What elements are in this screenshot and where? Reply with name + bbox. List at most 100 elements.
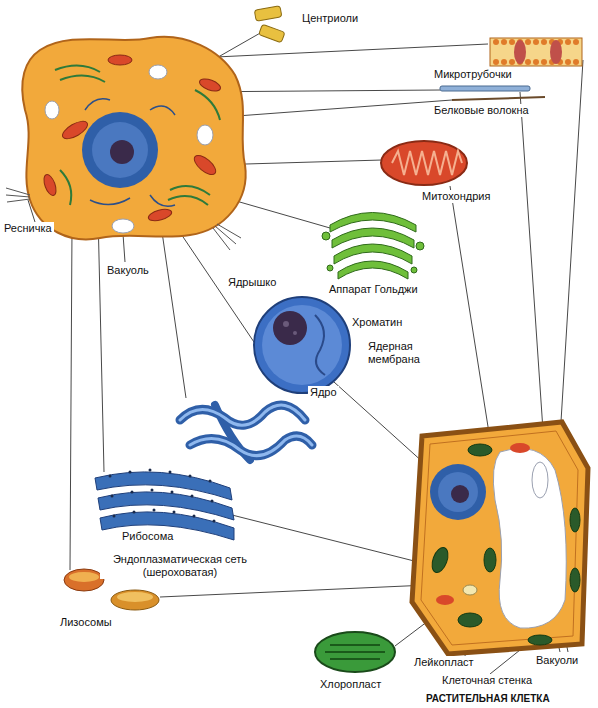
membrane-fragment-part	[550, 40, 562, 64]
animal-cell-part-part	[108, 55, 132, 65]
lysosomes-part	[69, 572, 99, 582]
animal-cell-part-part	[85, 99, 110, 110]
plant-cell-part	[412, 422, 588, 654]
leader-lines-part	[98, 214, 104, 472]
membrane-fragment-part-part	[493, 59, 499, 65]
mitochondrion-part	[381, 141, 467, 185]
part-label: Клеточная стенка	[440, 674, 534, 687]
part-label: Лейкопласт	[412, 656, 476, 669]
plant-cell-part-part	[429, 545, 451, 574]
rough-er-part-part	[133, 511, 136, 514]
rough-er-part-part	[171, 491, 174, 494]
lysosomes-part	[64, 569, 104, 591]
plant-cell-part-part	[468, 444, 492, 456]
leader-lines-part	[160, 585, 428, 597]
chloroplast-part-part	[325, 651, 385, 653]
animal-cell-part-part	[60, 75, 105, 82]
lysosomes-part	[111, 590, 159, 610]
animal-cell-part-part	[150, 195, 175, 206]
membrane-fragment-part-part	[565, 39, 571, 45]
nucleus-part	[262, 305, 342, 385]
animal-cell-part-part	[195, 90, 220, 120]
leader-lines-part	[195, 44, 488, 58]
smooth-er-part	[190, 436, 312, 456]
membrane-fragment-part-part	[509, 39, 515, 45]
golgi-part	[411, 267, 417, 273]
leader-lines-part	[210, 100, 452, 118]
rough-er-part-part	[213, 520, 216, 523]
membrane-fragment-part-part	[509, 59, 515, 65]
animal-cell-part-part	[213, 228, 230, 250]
rough-er-part-part	[189, 475, 192, 478]
animal-cell-part	[92, 122, 148, 178]
animal-cell-part-part	[90, 198, 130, 205]
golgi	[322, 213, 424, 280]
membrane-fragment-part	[493, 39, 579, 65]
rough-er-part-part	[169, 471, 172, 474]
part-label: Хроматин	[350, 316, 404, 329]
chloroplast	[315, 632, 395, 672]
animal-cell-part-part	[197, 125, 213, 145]
part-label: Ядрышко	[226, 276, 278, 289]
golgi-part	[327, 265, 333, 271]
plant-cell-part	[451, 485, 469, 503]
plant-cell-part	[429, 444, 580, 645]
part-label: Аппарат Гольджи	[327, 283, 420, 296]
chloroplast-part-part	[330, 644, 380, 646]
rough-er-part-part	[149, 469, 152, 472]
membrane-fragment-part-part	[573, 39, 579, 45]
leader-lines-part	[160, 218, 186, 398]
plant-cell-part	[463, 585, 477, 595]
membrane-fragment-part-part	[541, 39, 547, 45]
golgi-part	[322, 232, 330, 240]
membrane-fragment-part	[514, 40, 526, 64]
animal-cell-part	[42, 55, 223, 223]
animal-cell-part	[22, 37, 245, 240]
part-label: Ядерная мембрана	[366, 340, 434, 366]
nucleus-part	[254, 297, 350, 393]
part-label: Микротрубочки	[432, 68, 514, 81]
animal-cell-part-part	[217, 224, 241, 238]
animal-cell-part-part	[112, 219, 134, 233]
part-label: Ресничка	[2, 222, 54, 235]
animal-cell-part-part	[6, 195, 30, 197]
membrane-fragment-part-part	[525, 59, 531, 65]
plant-cell-part	[493, 449, 566, 629]
plant-cell-part	[436, 443, 530, 605]
animal-cell-part-part	[170, 186, 210, 195]
leader-lines-part	[70, 228, 72, 570]
part-label: РАСТИТЕЛЬНАЯ КЛЕТКА	[424, 692, 552, 705]
part-label: Вакуоли	[534, 654, 580, 667]
animal-cell-part-part	[149, 65, 167, 79]
rough-er-part-part	[193, 515, 196, 518]
rough-er-part-part	[191, 495, 194, 498]
animal-cell-part-part	[6, 188, 30, 195]
rough-er-part-part	[111, 495, 114, 498]
protein-fiber	[452, 97, 545, 100]
plant-cell-part-part	[570, 508, 580, 532]
chloroplast-part-part	[330, 658, 380, 660]
animal-cell-part-part	[198, 77, 222, 94]
plant-cell-part-part	[458, 613, 482, 627]
nucleus-part	[273, 311, 307, 345]
animal-cell-part-part	[45, 101, 59, 119]
rough-er-part-part	[151, 489, 154, 492]
smooth-er-part	[190, 436, 312, 456]
rough-er-part-part	[211, 500, 214, 503]
membrane-fragment-part	[490, 38, 582, 66]
leader-lines-part	[123, 234, 125, 262]
nucleus-part	[315, 315, 325, 375]
smooth-er	[180, 405, 312, 460]
part-label: Митохондрия	[420, 190, 492, 203]
smooth-er-part	[180, 405, 305, 425]
animal-cell-part	[55, 65, 220, 205]
animal-cell	[6, 37, 246, 250]
rough-er-part-part	[209, 480, 212, 483]
microtubule	[440, 86, 530, 91]
mitochondrion	[381, 141, 467, 185]
rough-er-part-part	[109, 475, 112, 478]
golgi-part	[416, 242, 424, 250]
animal-cell-part-part	[42, 173, 59, 197]
membrane-fragment-part-part	[541, 59, 547, 65]
animal-cell-part-part	[191, 152, 219, 178]
